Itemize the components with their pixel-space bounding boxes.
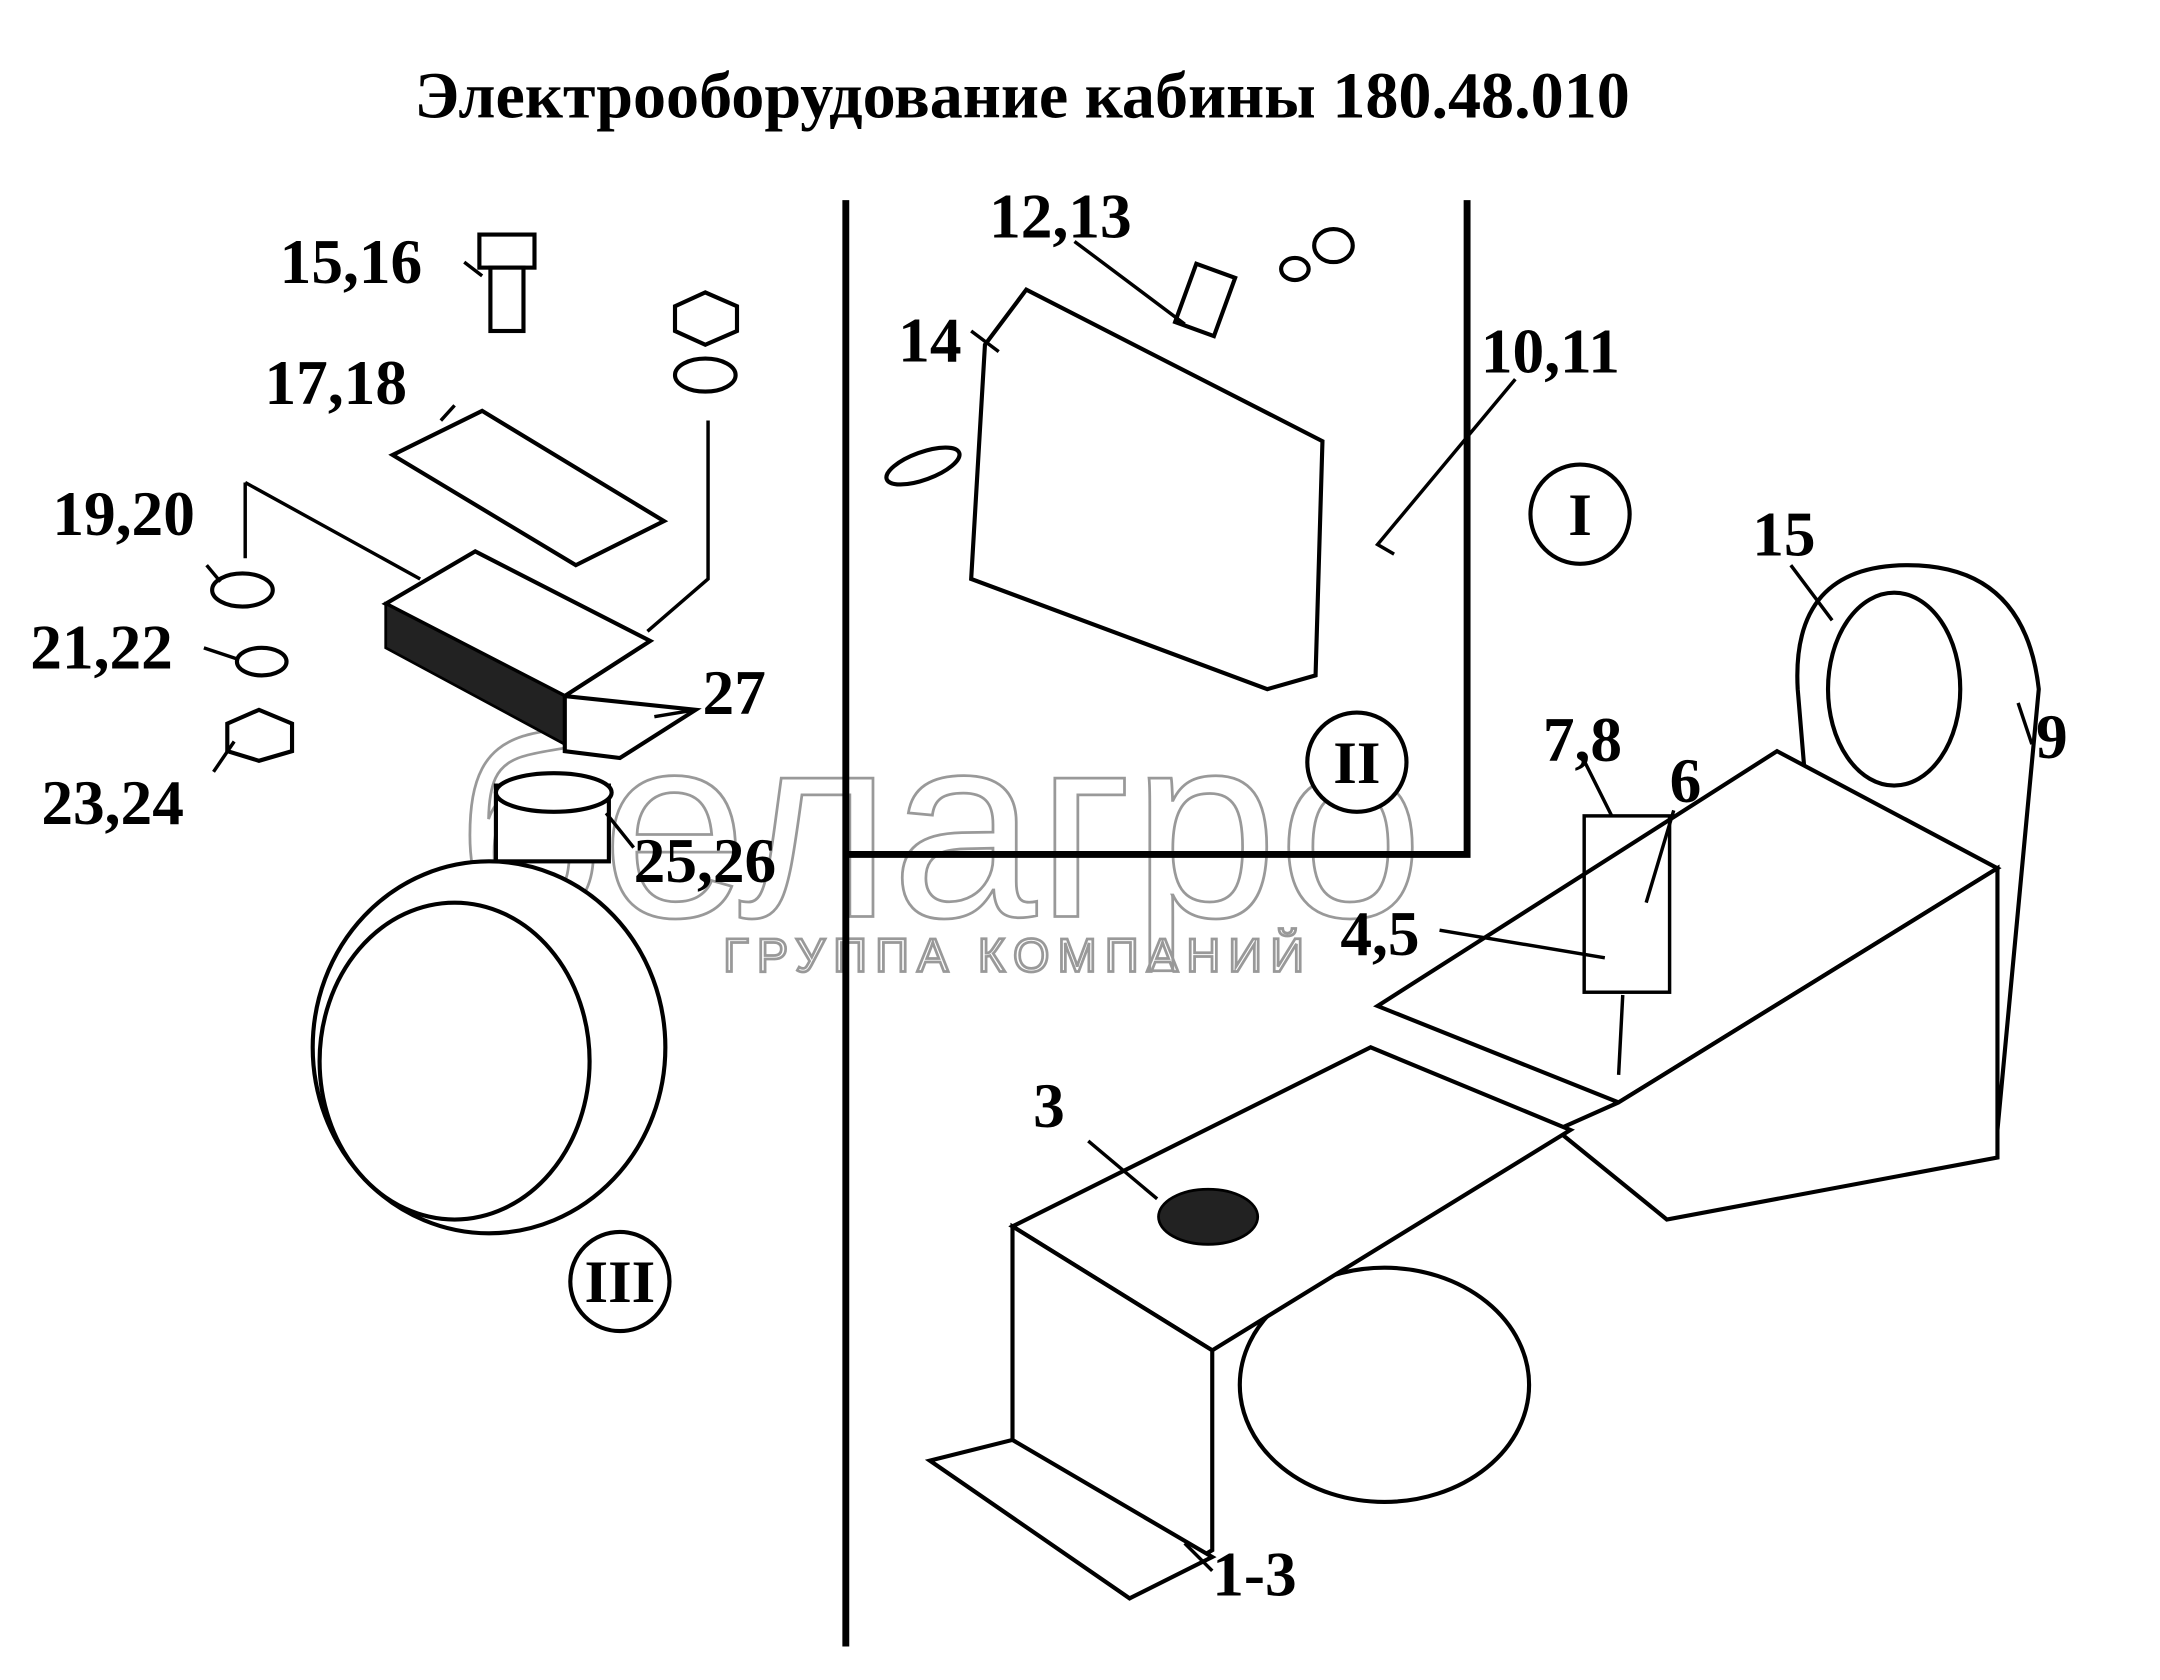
callout-15-16: 15,16: [280, 227, 423, 297]
callout-19-20: 19,20: [52, 479, 195, 549]
callout-6: 6: [1670, 746, 1702, 816]
view-III-parts: [203, 232, 740, 1236]
callout-17-18: 17,18: [264, 348, 407, 418]
view-II-parts: [884, 226, 1517, 692]
view-label-III: III: [585, 1249, 656, 1316]
callout-14: 14: [898, 305, 961, 375]
page-title: Электрооборудование кабины 180.48.010: [414, 59, 1629, 132]
callout-3: 3: [1033, 1071, 1065, 1141]
callout-10-11: 10,11: [1481, 316, 1620, 386]
callout-4-5: 4,5: [1340, 899, 1419, 969]
view-label-II: II: [1333, 730, 1380, 797]
callout-21-22: 21,22: [30, 612, 173, 682]
callout-27: 27: [703, 658, 766, 728]
view-marker-I: I: [1528, 462, 1632, 566]
watermark-subtitle: ГРУППА КОМПАНИЙ: [723, 930, 1312, 982]
callout-1-3: 1-3: [1212, 1540, 1296, 1610]
view-label-I: I: [1568, 482, 1592, 549]
callouts: 15,16 17,18 19,20 21,22 23,24 27 25,26 1…: [30, 181, 2067, 1609]
view-marker-II: II: [1305, 710, 1409, 814]
callout-23-24: 23,24: [41, 768, 184, 838]
callout-25-26: 25,26: [634, 826, 777, 896]
view-II-frame: [845, 200, 1471, 858]
callout-9: 9: [2036, 702, 2068, 772]
callout-7-8: 7,8: [1543, 705, 1622, 775]
callout-12-13: 12,13: [989, 181, 1132, 251]
callout-15: 15: [1752, 500, 1815, 570]
view-I-parts: [924, 563, 2041, 1601]
view-marker-III: III: [568, 1229, 672, 1334]
